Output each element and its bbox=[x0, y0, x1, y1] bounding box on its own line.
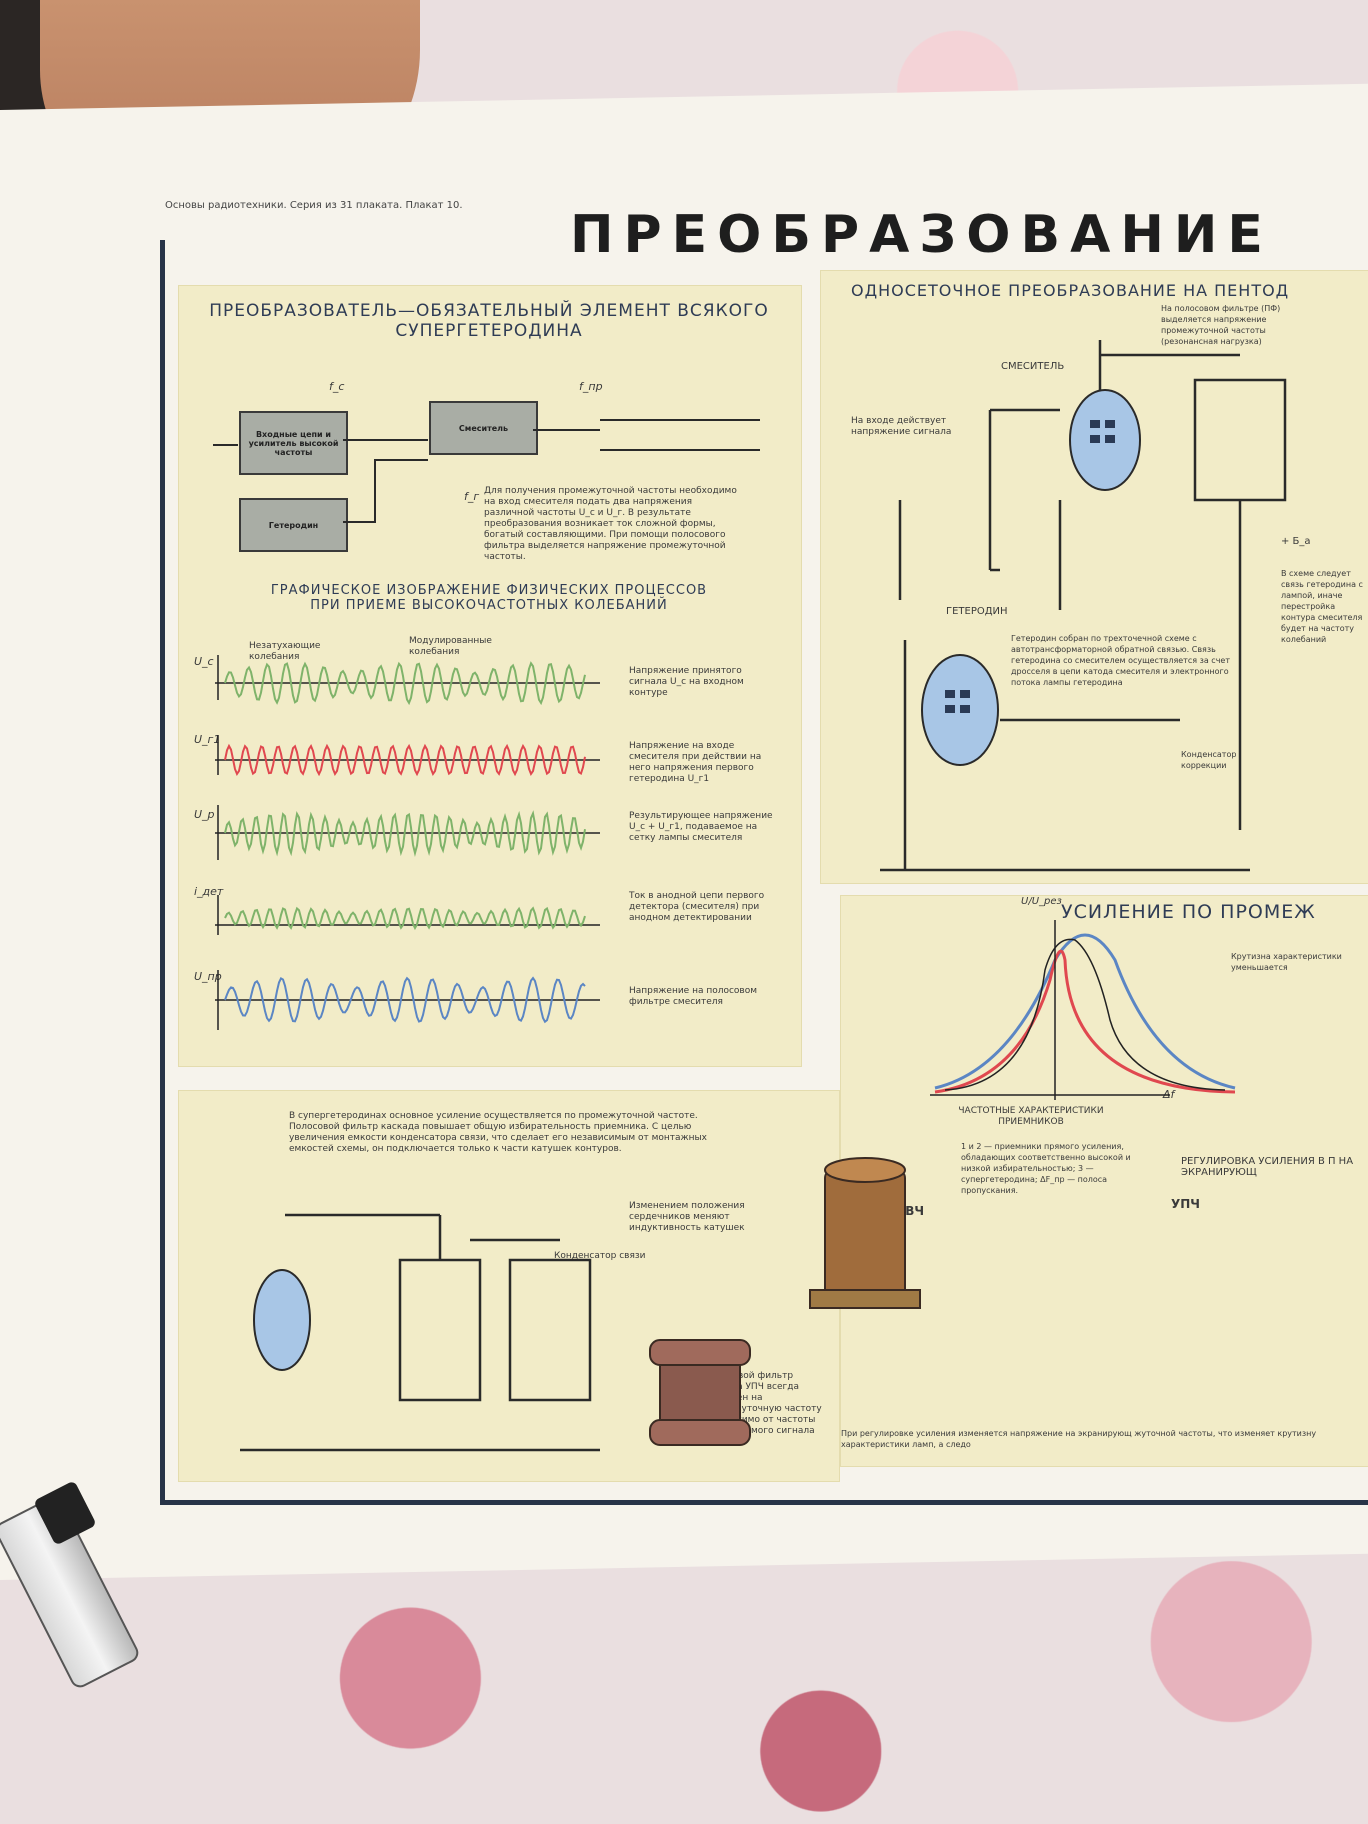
panel-bandpass: В супергетеродинах основное усиление осу… bbox=[178, 1090, 840, 1482]
pf-note: На полосовом фильтре (ПФ) выделяется нап… bbox=[1161, 304, 1281, 346]
label-uvch: УВЧ bbox=[896, 1204, 925, 1218]
axis-idet: i_дет bbox=[194, 885, 224, 898]
converter-paragraph: Для получения промежуточной частоты необ… bbox=[484, 486, 737, 562]
gain-heading: РЕГУЛИРОВКА УСИЛЕНИЯ В П НА ЭКРАНИРУЮЩ bbox=[1181, 1156, 1354, 1178]
if-y-axis: U/U_рез bbox=[1021, 896, 1062, 907]
graph-heading: ГРАФИЧЕСКОЕ ИЗОБРАЖЕНИЕ ФИЗИЧЕСКИХ ПРОЦЕ… bbox=[270, 583, 708, 613]
side-note: В схеме следует связь гетеродина с лампо… bbox=[1281, 569, 1363, 644]
mixer-label: СМЕСИТЕЛЬ bbox=[1001, 361, 1065, 372]
plus-b-label: + Б_а bbox=[1281, 536, 1311, 547]
caption-uc: Напряжение принятого сигнала U_c на вход… bbox=[629, 666, 744, 698]
block-oscillator: Гетеродин bbox=[239, 498, 348, 552]
pentode-heading: ОДНОСЕТОЧНОЕ ПРЕОБРАЗОВАНИЕ НА ПЕНТОД bbox=[851, 281, 1290, 300]
axis-upr: U_пр bbox=[194, 970, 222, 983]
label-fc: f_c bbox=[329, 380, 345, 393]
label-fg: f_г bbox=[464, 490, 480, 503]
slope-note: Крутизна характеристики уменьшается bbox=[1231, 952, 1342, 972]
filter-note: Полосовой фильтр каскада УПЧ всегда наст… bbox=[704, 1371, 822, 1436]
axis-ur: U_р bbox=[194, 808, 215, 821]
caption-ur: Результирующее напряжение U_c + U_г1, по… bbox=[629, 811, 773, 843]
axis-uc: U_c bbox=[194, 655, 214, 668]
coupling-cap-label: Конденсатор связи bbox=[554, 1251, 646, 1261]
poster-title: ПРЕОБРАЗОВАНИЕ bbox=[570, 205, 1273, 265]
if-heading: УСИЛЕНИЕ ПО ПРОМЕЖ bbox=[1061, 901, 1316, 923]
oscillator-label: ГЕТЕРОДИН bbox=[946, 606, 1008, 617]
curves-legend: 1 и 2 — приемники прямого усиления, обла… bbox=[961, 1142, 1131, 1195]
panel-converter: ПРЕОБРАЗОВАТЕЛЬ—ОБЯЗАТЕЛЬНЫЙ ЭЛЕМЕНТ ВСЯ… bbox=[178, 285, 802, 1067]
label-modulated: Модулированные колебания bbox=[409, 636, 492, 657]
caption-idet: Ток в анодной цепи первого детектора (см… bbox=[629, 891, 765, 923]
caption-ug: Напряжение на входе смесителя при действ… bbox=[629, 741, 762, 784]
if-x-axis: Δf bbox=[1163, 1088, 1175, 1101]
bandpass-paragraph: В супергетеродинах основное усиление осу… bbox=[289, 1111, 707, 1154]
panel-if-amp: УСИЛЕНИЕ ПО ПРОМЕЖ U/U_рез Δf Крутизна х… bbox=[840, 895, 1368, 1467]
caption-upr: Напряжение на полосовом фильтре смесител… bbox=[629, 986, 758, 1007]
gain-bottom-note: При регулировке усиления изменяется напр… bbox=[841, 1429, 1317, 1449]
input-note: На входе действует напряжение сигнала bbox=[851, 416, 952, 437]
label-undamped: Незатухающие колебания bbox=[249, 641, 321, 662]
oscillator-note: Гетеродин собран по трехточечной схеме с… bbox=[1011, 634, 1230, 687]
block-input: Входные цепи и усилитель высокой частоты bbox=[239, 411, 348, 475]
core-note: Изменением положения сердечников меняют … bbox=[629, 1201, 745, 1233]
curves-caption: ЧАСТОТНЫЕ ХАРАКТЕРИСТИКИ ПРИЕМНИКОВ bbox=[958, 1106, 1104, 1127]
axis-ug: U_г1 bbox=[194, 733, 221, 746]
poster-frame bbox=[160, 240, 1368, 1505]
label-upch: УПЧ bbox=[1171, 1197, 1200, 1211]
panel-heading: ПРЕОБРАЗОВАТЕЛЬ—ОБЯЗАТЕЛЬНЫЙ ЭЛЕМЕНТ ВСЯ… bbox=[209, 301, 769, 341]
cap-note: Конденсатор коррекции bbox=[1181, 750, 1237, 770]
panel-pentode: ОДНОСЕТОЧНОЕ ПРЕОБРАЗОВАНИЕ НА ПЕНТОД На… bbox=[820, 270, 1368, 884]
block-mixer: Смеситель bbox=[429, 401, 538, 455]
label-fpr: f_пр bbox=[579, 380, 603, 393]
series-line: Основы радиотехники. Серия из 31 плаката… bbox=[165, 200, 463, 211]
